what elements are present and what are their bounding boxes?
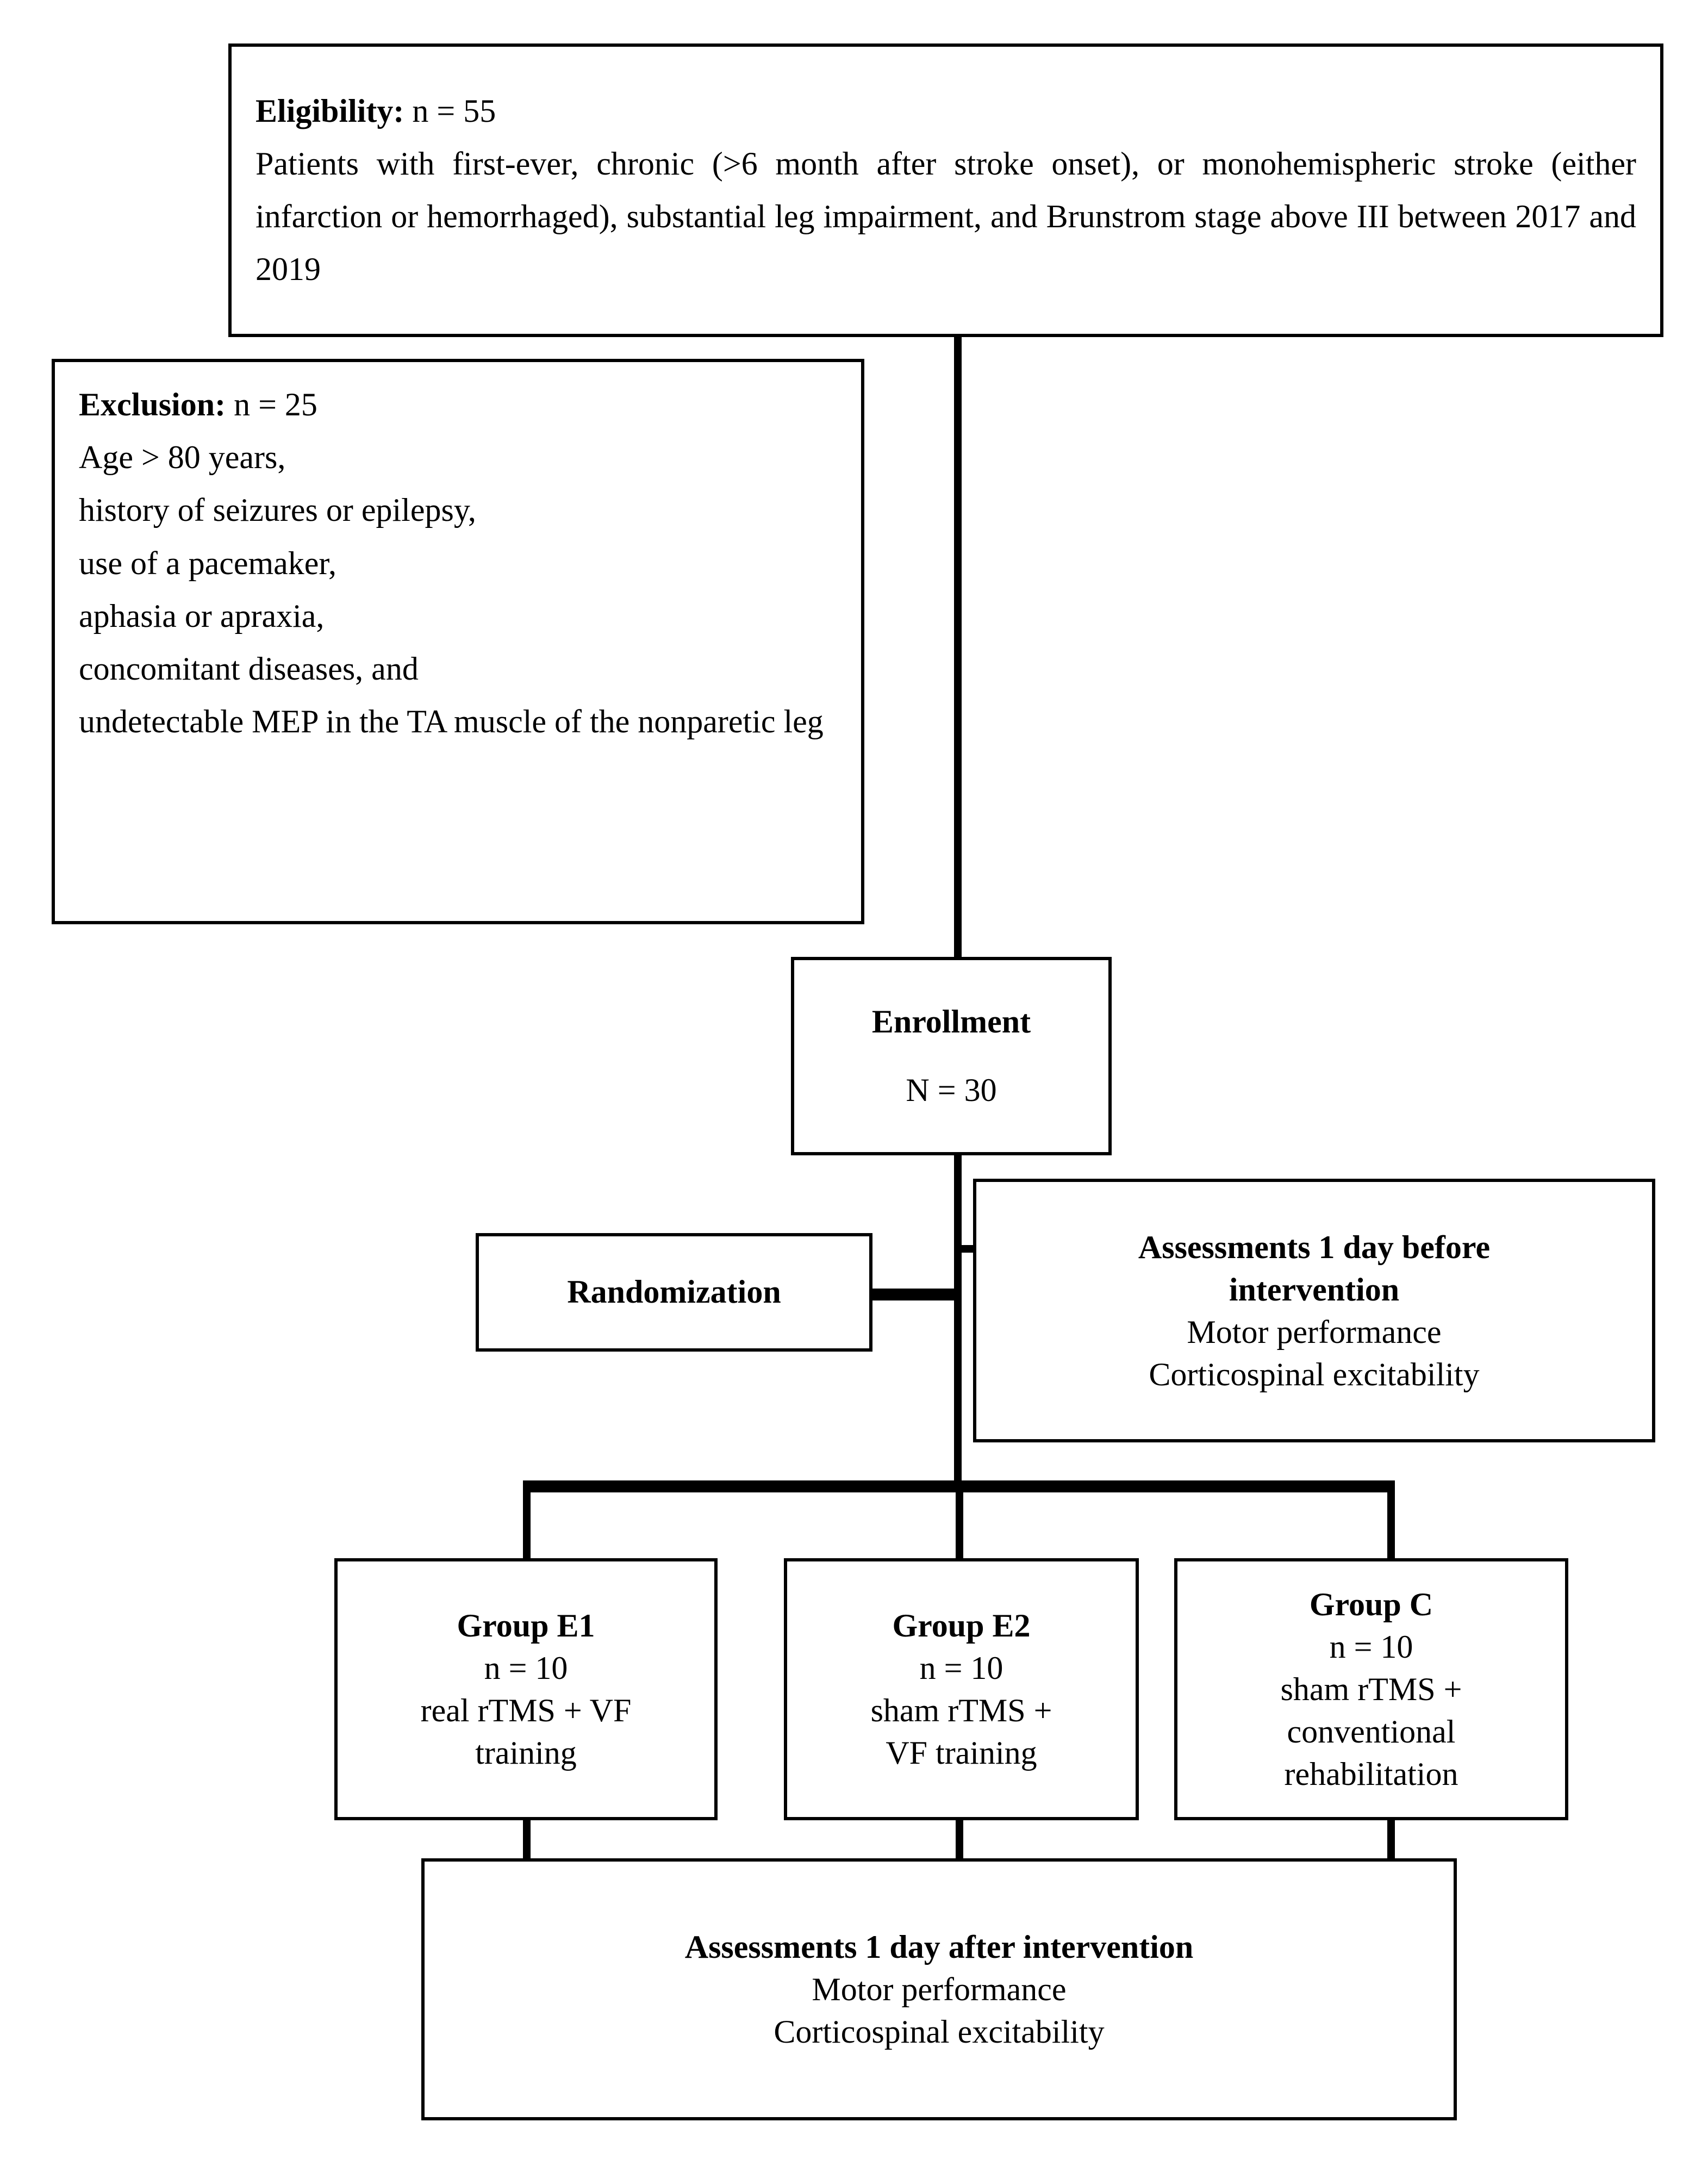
group-e1-intervention-line2: training: [475, 1735, 577, 1771]
assessments-after-item: Motor performance: [812, 1971, 1067, 2007]
connector-drop-to-group-e1: [523, 1480, 531, 1561]
assessments-after-item: Corticospinal excitability: [774, 2014, 1105, 2050]
randomization-box[interactable]: Randomization: [476, 1233, 872, 1352]
exclusion-criterion: history of seizures or epilepsy,: [79, 492, 476, 528]
group-e1-box[interactable]: Group E1 n = 10 real rTMS + VF training: [334, 1558, 718, 1820]
enrollment-title: Enrollment: [871, 1004, 1031, 1040]
assessments-before-title-line2: intervention: [1229, 1271, 1400, 1308]
exclusion-heading: Exclusion: n = 25: [79, 378, 837, 431]
randomization-title: Randomization: [567, 1274, 781, 1310]
enrollment-box[interactable]: Enrollment N = 30: [791, 957, 1112, 1155]
assessments-after-box[interactable]: Assessments 1 day after intervention Mot…: [421, 1858, 1457, 2120]
exclusion-box[interactable]: Exclusion: n = 25 Age > 80 years, histor…: [52, 359, 864, 924]
eligibility-box[interactable]: Eligibility: n = 55 Patients with first-…: [228, 43, 1663, 337]
exclusion-criterion-mep: undetectable MEP in the TA muscle of the…: [79, 704, 824, 740]
assessments-after-title: Assessments 1 day after intervention: [684, 1929, 1194, 1965]
group-c-intervention-line2: conventional: [1287, 1714, 1456, 1750]
group-e1-intervention-line1: real rTMS + VF: [420, 1692, 632, 1728]
enrollment-count: N = 30: [906, 1072, 997, 1108]
assessments-before-title-line1: Assessments 1 day before: [1138, 1229, 1491, 1265]
group-c-intervention-line3: rehabilitation: [1284, 1756, 1458, 1792]
group-c-name: Group C: [1309, 1586, 1433, 1622]
eligibility-heading-value: n = 55: [412, 92, 496, 129]
group-e2-intervention-line1: sham rTMS +: [870, 1692, 1052, 1728]
spacer: [803, 1046, 1100, 1067]
exclusion-heading-label: Exclusion:: [79, 387, 226, 422]
eligibility-heading: Eligibility: n = 55: [255, 85, 1636, 138]
group-c-count: n = 10: [1329, 1629, 1413, 1665]
assessments-before-item: Motor performance: [1187, 1314, 1442, 1350]
exclusion-criterion: Age > 80 years,: [79, 439, 286, 476]
connector-drop-to-group-c: [1387, 1480, 1395, 1561]
connector-enrollment-to-split: [954, 1153, 962, 1487]
connector-group-e1-to-assessments-after: [523, 1819, 531, 1862]
exclusion-criterion: use of a pacemaker,: [79, 545, 336, 581]
group-e2-intervention-line2: VF training: [886, 1735, 1037, 1771]
exclusion-criterion: concomitant diseases, and: [79, 650, 419, 687]
connector-eligibility-to-enrollment: [954, 337, 962, 957]
group-e2-count: n = 10: [919, 1650, 1003, 1686]
assessments-before-item: Corticospinal excitability: [1149, 1356, 1480, 1392]
assessments-before-box[interactable]: Assessments 1 day before intervention Mo…: [973, 1179, 1655, 1442]
group-c-intervention-line1: sham rTMS +: [1280, 1671, 1462, 1707]
exclusion-criterion: aphasia or apraxia,: [79, 598, 325, 634]
exclusion-heading-value: n = 25: [234, 387, 317, 422]
connector-group-c-to-assessments-after: [1387, 1819, 1395, 1862]
group-e2-box[interactable]: Group E2 n = 10 sham rTMS + VF training: [784, 1558, 1139, 1820]
connector-randomization-to-trunk: [869, 1289, 960, 1300]
group-c-box[interactable]: Group C n = 10 sham rTMS + conventional …: [1174, 1558, 1568, 1820]
eligibility-description: Patients with first-ever, chronic (>6 mo…: [255, 145, 1636, 288]
group-e1-count: n = 10: [484, 1650, 568, 1686]
connector-drop-to-group-e2: [956, 1480, 963, 1561]
connector-group-e2-to-assessments-after: [956, 1819, 963, 1862]
group-e2-name: Group E2: [892, 1608, 1031, 1644]
group-e1-name: Group E1: [457, 1608, 595, 1644]
eligibility-heading-label: Eligibility:: [255, 92, 404, 129]
